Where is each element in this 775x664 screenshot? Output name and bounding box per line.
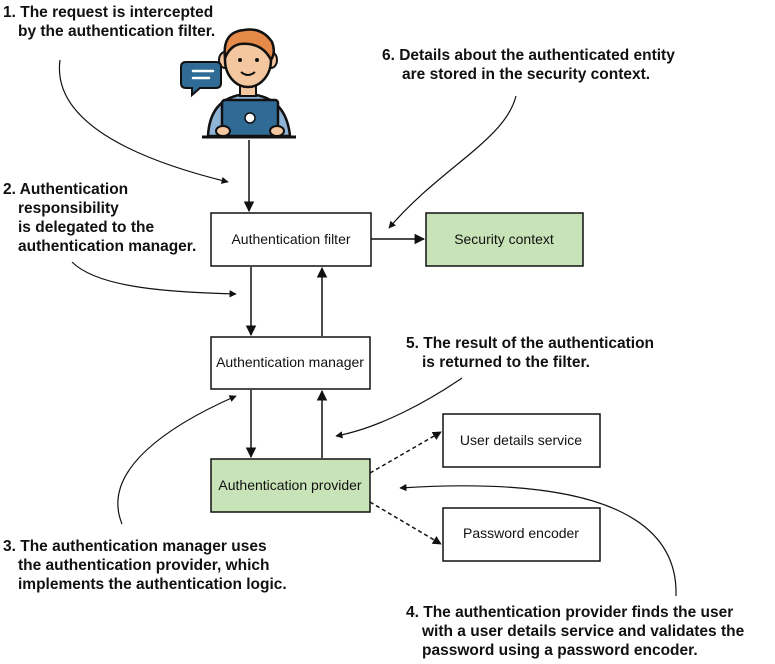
authentication-manager-box: Authentication manager [210, 336, 371, 390]
step4-callout [399, 483, 677, 597]
annotation-step4-line1: 4. The authentication provider finds the… [406, 604, 733, 621]
annotation-step1-line1: 1. The request is intercepted [3, 4, 213, 21]
security-context-label: Security context [454, 231, 554, 247]
authentication-filter-label: Authentication filter [231, 231, 350, 247]
chat-bubble-icon [180, 61, 222, 98]
annotation-step4-line2: with a user details service and validate… [421, 623, 745, 640]
annotation-step6-line1: 6. Details about the authenticated entit… [382, 47, 675, 64]
annotation-step3-line2: the authentication provider, which [18, 557, 269, 574]
step5-callout [335, 377, 463, 439]
authentication-provider-label: Authentication provider [218, 477, 362, 493]
annotation-step5-line2: is returned to the filter. [422, 354, 590, 371]
annotation-step1-line2: by the authentication filter. [18, 23, 215, 40]
annotation-step2-line2: responsibility [18, 200, 119, 217]
provider-to-user-details-arrow [369, 431, 442, 474]
annotation-step3-line1: 3. The authentication manager uses [3, 538, 267, 555]
person-at-laptop-icon [202, 28, 296, 139]
step3-callout [117, 395, 237, 525]
user-details-service-box: User details service [442, 413, 601, 468]
provider-to-password-encoder-arrow [369, 501, 442, 545]
annotation-step3-line3: implements the authentication logic. [18, 576, 287, 593]
annotation-step4-line3: password using a password encoder. [422, 642, 698, 659]
annotation-step6-line2: are stored in the security context. [402, 66, 650, 83]
password-encoder-label: Password encoder [463, 525, 579, 541]
annotation-step2-line4: authentication manager. [18, 238, 196, 255]
annotation-step6: 6. Details about the authenticated entit… [382, 47, 675, 83]
flow-arrows [243, 140, 442, 545]
annotation-step2-line3: is delegated to the [18, 219, 154, 236]
callout-curves [58, 59, 677, 597]
annotation-step3: 3. The authentication manager uses the a… [3, 538, 287, 593]
annotation-step5: 5. The result of the authentication is r… [406, 335, 654, 371]
user-details-service-label: User details service [460, 432, 582, 448]
password-encoder-box: Password encoder [442, 507, 601, 562]
step6-callout [388, 95, 517, 229]
annotation-step5-line1: 5. The result of the authentication [406, 335, 654, 352]
security-context-box: Security context [425, 212, 584, 267]
step1-callout [58, 59, 229, 184]
step2-callout [71, 261, 237, 298]
annotation-step1: 1. The request is intercepted by the aut… [3, 4, 215, 40]
annotation-step2: 2. Authentication responsibility is dele… [3, 181, 196, 255]
annotation-step4: 4. The authentication provider finds the… [406, 604, 745, 659]
annotation-step2-line1: 2. Authentication [3, 181, 128, 198]
authentication-provider-box: Authentication provider [210, 458, 371, 513]
authentication-filter-box: Authentication filter [210, 212, 372, 267]
authentication-manager-label: Authentication manager [216, 354, 364, 370]
